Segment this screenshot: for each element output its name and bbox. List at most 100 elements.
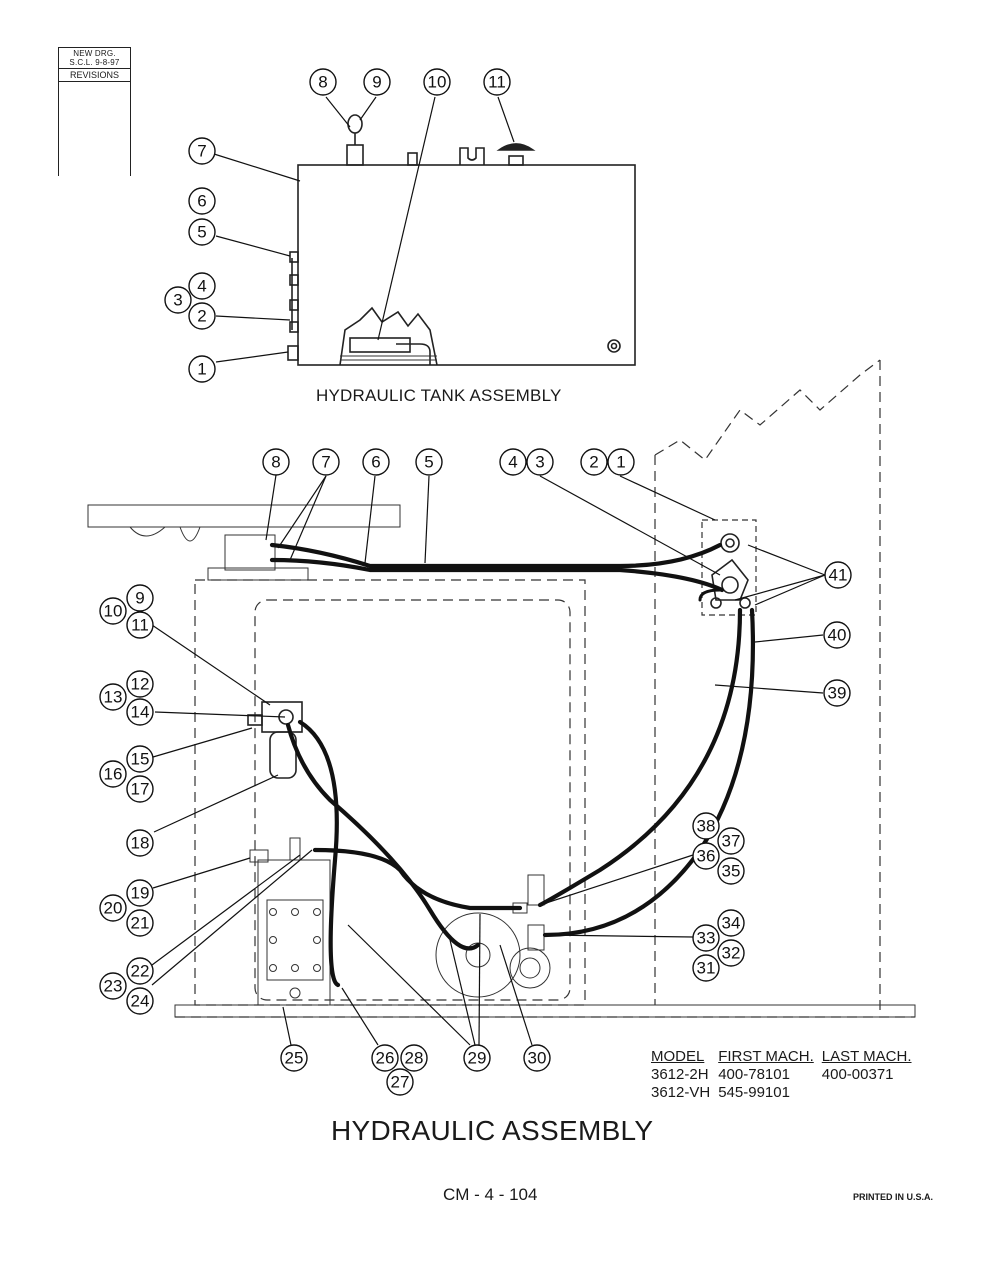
main-callout-7: 7 xyxy=(312,448,340,476)
main-callout-31: 31 xyxy=(692,954,720,982)
svg-text:21: 21 xyxy=(131,914,150,933)
svg-text:15: 15 xyxy=(131,750,150,769)
main-callout-21: 21 xyxy=(126,909,154,937)
revision-line-2: S.C.L. 9-8-97 xyxy=(69,58,120,67)
main-callout-30: 30 xyxy=(523,1044,551,1072)
printed-in-usa: PRINTED IN U.S.A. xyxy=(853,1192,934,1202)
main-callout-4: 4 xyxy=(499,448,527,476)
tank-callout-6: 6 xyxy=(188,187,216,215)
revisions-header: REVISIONS xyxy=(58,68,131,82)
svg-text:36: 36 xyxy=(697,847,716,866)
tank-callout-2: 2 xyxy=(188,302,216,330)
svg-text:11: 11 xyxy=(488,73,506,92)
svg-text:3: 3 xyxy=(173,291,182,310)
tank-callout-9: 9 xyxy=(363,68,391,96)
tank-callout-3: 3 xyxy=(164,286,192,314)
svg-text:40: 40 xyxy=(828,626,847,645)
main-callout-38: 38 xyxy=(692,812,720,840)
svg-text:4: 4 xyxy=(197,277,206,296)
svg-text:4: 4 xyxy=(508,453,517,472)
model-cell: 3612-2H xyxy=(651,1066,709,1083)
revision-block: NEW DRG. S.C.L. 9-8-97 REVISIONS xyxy=(58,47,131,177)
hoses xyxy=(269,542,756,988)
main-callout-39: 39 xyxy=(823,679,851,707)
main-callout-41: 41 xyxy=(824,561,852,589)
main-callout-16: 16 xyxy=(99,760,127,788)
svg-text:29: 29 xyxy=(468,1049,487,1068)
tank-callout-1: 1 xyxy=(188,355,216,383)
model-table: MODEL FIRST MACH. LAST MACH. 3612-2H 400… xyxy=(651,1048,920,1102)
tank-callout-8: 8 xyxy=(309,68,337,96)
model-table-header: MODEL FIRST MACH. LAST MACH. xyxy=(651,1048,920,1066)
svg-text:41: 41 xyxy=(829,566,848,585)
tank-callout-10: 10 xyxy=(423,68,451,96)
svg-text:14: 14 xyxy=(131,703,150,722)
tank-drawing xyxy=(287,114,636,366)
main-callout-40: 40 xyxy=(823,621,851,649)
svg-text:30: 30 xyxy=(528,1049,547,1068)
main-callout-6: 6 xyxy=(362,448,390,476)
main-callout-20: 20 xyxy=(99,894,127,922)
svg-text:37: 37 xyxy=(722,832,741,851)
main-callout-10: 10 xyxy=(99,597,127,625)
first-mach-cell: 400-78101 xyxy=(718,1066,790,1083)
main-callout-15: 15 xyxy=(126,745,154,773)
main-callout-19: 19 xyxy=(126,879,154,907)
svg-text:16: 16 xyxy=(104,765,123,784)
svg-text:1: 1 xyxy=(197,360,206,379)
tank-callouts: 8 9 10 11 7 6 5 4 3 2 1 xyxy=(164,68,511,383)
svg-text:6: 6 xyxy=(371,453,380,472)
first-mach-cell: 545-99101 xyxy=(718,1084,790,1101)
main-callout-9: 9 xyxy=(126,584,154,612)
main-callout-37: 37 xyxy=(717,827,745,855)
svg-text:2: 2 xyxy=(589,453,598,472)
svg-text:26: 26 xyxy=(376,1049,395,1068)
main-callout-23: 23 xyxy=(99,972,127,1000)
svg-text:2: 2 xyxy=(197,307,206,326)
tank-leaders xyxy=(213,96,515,363)
svg-text:5: 5 xyxy=(197,223,206,242)
svg-text:12: 12 xyxy=(131,675,150,694)
svg-text:1: 1 xyxy=(616,453,625,472)
main-callout-13: 13 xyxy=(99,683,127,711)
tank-callout-7: 7 xyxy=(188,137,216,165)
last-mach-cell xyxy=(822,1084,920,1102)
svg-text:28: 28 xyxy=(405,1049,424,1068)
model-cell: 3612-VH xyxy=(651,1084,711,1101)
last-mach-cell: 400-00371 xyxy=(821,1066,894,1083)
svg-text:35: 35 xyxy=(722,862,741,881)
main-callout-33: 33 xyxy=(692,924,720,952)
svg-text:25: 25 xyxy=(285,1049,304,1068)
tank-callout-11: 11 xyxy=(483,68,511,96)
main-callout-18: 18 xyxy=(126,829,154,857)
svg-text:20: 20 xyxy=(104,899,123,918)
main-callout-12: 12 xyxy=(126,670,154,698)
main-callout-8: 8 xyxy=(262,448,290,476)
svg-text:9: 9 xyxy=(372,73,381,92)
main-callout-22: 22 xyxy=(126,957,154,985)
svg-text:19: 19 xyxy=(131,884,150,903)
main-callout-24: 24 xyxy=(126,987,154,1015)
main-callout-5: 5 xyxy=(415,448,443,476)
last-mach-header: LAST MACH. xyxy=(821,1048,912,1065)
main-callout-17: 17 xyxy=(126,775,154,803)
svg-text:5: 5 xyxy=(424,453,433,472)
main-callout-29: 29 xyxy=(463,1044,491,1072)
hydraulic-assembly-title: HYDRAULIC ASSEMBLY xyxy=(331,1115,654,1146)
svg-text:24: 24 xyxy=(131,992,150,1011)
main-callout-11: 11 xyxy=(126,611,154,639)
main-callout-26: 26 xyxy=(371,1044,399,1072)
svg-text:7: 7 xyxy=(321,453,330,472)
main-callout-36: 36 xyxy=(692,842,720,870)
svg-text:39: 39 xyxy=(828,684,847,703)
main-callout-34: 34 xyxy=(717,909,745,937)
tank-callout-5: 5 xyxy=(188,218,216,246)
tank-assembly-title: HYDRAULIC TANK ASSEMBLY xyxy=(316,386,562,405)
main-callout-1: 1 xyxy=(607,448,635,476)
main-callout-2: 2 xyxy=(580,448,608,476)
main-leaders xyxy=(151,474,826,1046)
revision-line-1: NEW DRG. xyxy=(73,49,116,58)
main-callout-14: 14 xyxy=(126,698,154,726)
svg-text:9: 9 xyxy=(135,589,144,608)
